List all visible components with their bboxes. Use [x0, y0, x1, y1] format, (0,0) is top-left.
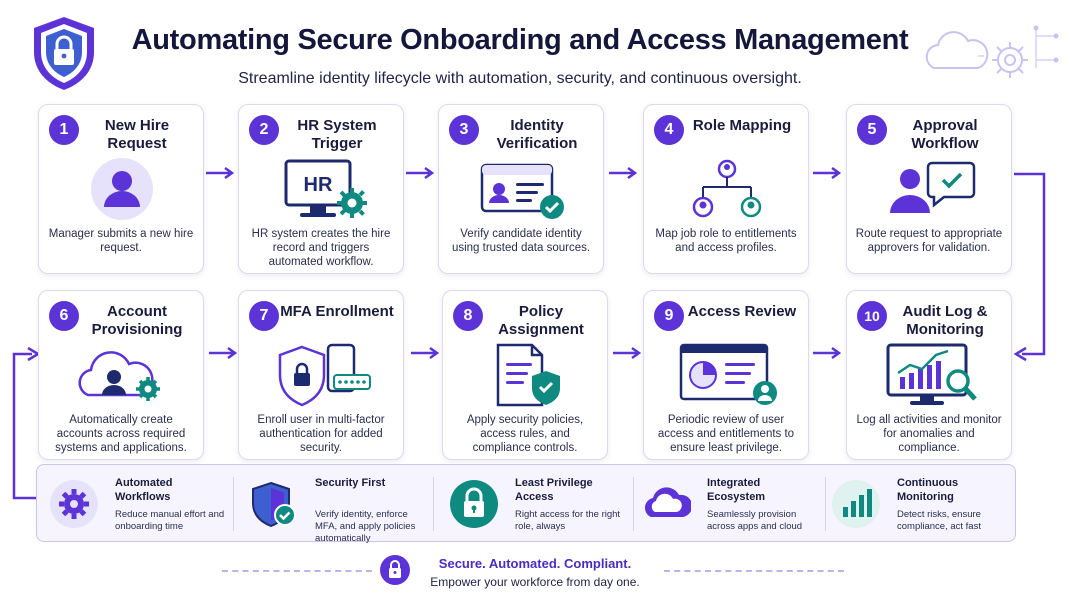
- feature-title: Automated Workflows: [115, 477, 173, 503]
- features-panel: Automated Workflows Reduce manual effort…: [36, 464, 1016, 544]
- step-card-6: 6 Account Provisioning Automatically cre…: [38, 290, 204, 460]
- feature-title: Continuous Monitoring: [897, 477, 959, 503]
- monitor-chart-magnifier-icon: [886, 343, 977, 405]
- step-title: MFA Enrollment: [280, 303, 394, 320]
- step-title: HR System Trigger: [297, 117, 377, 152]
- user-avatar-icon: [91, 158, 153, 220]
- feature-description: Seamlessly provision across apps and clo…: [707, 509, 803, 532]
- step-description: HR system creates the hire record and tr…: [251, 228, 391, 268]
- cloud-user-gear-icon: [78, 351, 160, 401]
- feature-title: Integrated Ecosystem: [707, 477, 766, 503]
- step-number-badge: 3: [449, 115, 479, 145]
- step-card-7: 7 MFA Enrollment Enroll user in multi-fa…: [238, 290, 404, 460]
- flow-arrow: [613, 346, 642, 360]
- feature-continuous-monitoring: Continuous Monitoring Detect risks, ensu…: [819, 465, 1015, 543]
- bar-chart-icon: [832, 480, 880, 528]
- step-card-1: 1 New Hire Request Manager submits a new…: [38, 104, 204, 274]
- step-card-9: 9 Access Review Periodic review of user …: [643, 290, 809, 460]
- step-title: New Hire Request: [104, 117, 170, 152]
- shield-check-icon: [252, 481, 296, 528]
- id-card-check-icon: [480, 163, 564, 219]
- gear-icon: [50, 480, 98, 528]
- step-title: Account Provisioning: [91, 303, 183, 338]
- feature-divider: [433, 477, 434, 531]
- lock-badge-icon: [380, 555, 410, 585]
- flow-arrow: [209, 346, 238, 360]
- step-card-3: 3 Identity Verification Verify candidate…: [438, 104, 604, 274]
- cloud-icon: [644, 487, 691, 517]
- feature-description: Reduce manual effort and onboarding time: [115, 509, 225, 532]
- step-description: Manager submits a new hire request.: [48, 228, 194, 254]
- step-card-2: 2 HR System Trigger HR HR system creates…: [238, 104, 404, 274]
- hr-text: HR: [304, 174, 333, 196]
- footer-tagline: Secure. Automated. Compliant.: [438, 556, 632, 571]
- page-subtitle: Streamline identity lifecycle with autom…: [238, 70, 802, 87]
- step-title: Access Review: [687, 303, 797, 320]
- step-number-badge: 2: [249, 115, 279, 145]
- flow-arrow: [813, 346, 842, 360]
- step-number-badge: 8: [453, 301, 483, 331]
- footer-dashed-line-left: [222, 570, 372, 572]
- page-title: Automating Secure Onboarding and Access …: [131, 24, 909, 56]
- step-title: Identity Verification: [496, 117, 578, 152]
- feature-description: Verify identity, enforce MFA, and apply …: [315, 509, 416, 544]
- step-title: Approval Workflow: [911, 117, 979, 152]
- step-number-badge: 7: [249, 301, 279, 331]
- hr-monitor-gear-icon: HR: [284, 159, 367, 218]
- feature-automated-workflows: Automated Workflows Reduce manual effort…: [37, 465, 233, 543]
- step-card-10: 10 Audit Log & Monitoring Log all activi…: [846, 290, 1012, 460]
- step-description: Route request to appropriate approvers f…: [855, 228, 1003, 254]
- step-description: Periodic review of user access and entit…: [657, 414, 795, 454]
- step-description: Automatically create accounts across req…: [55, 414, 187, 454]
- footer-subtext: Empower your workforce from day one.: [430, 575, 640, 589]
- shield-lock-icon: [34, 17, 94, 90]
- flow-arrow: [206, 166, 235, 180]
- feature-title: Security First: [315, 477, 386, 489]
- step-card-4: 4 Role Mapping Map job role to entitleme…: [643, 104, 809, 274]
- padlock-icon: [450, 480, 498, 528]
- shield-phone-icon: [278, 343, 371, 407]
- step-description: Map job role to entitlements and access …: [655, 228, 797, 254]
- document-shield-icon: [496, 343, 560, 407]
- feature-divider: [825, 477, 826, 531]
- cloud-gear-decoration-icon: [925, 25, 1059, 78]
- step-description: Log all activities and monitor for anoma…: [856, 414, 1002, 454]
- step-description: Enroll user in multi-factor authenticati…: [257, 414, 385, 454]
- feature-description: Detect risks, ensure compliance, act fas…: [897, 509, 981, 532]
- feature-least-privilege: Least Privilege Access Right access for …: [437, 465, 633, 543]
- step-number-badge: 6: [49, 301, 79, 331]
- approval-chat-icon: [890, 161, 976, 213]
- step-number-badge: 4: [654, 115, 684, 145]
- feature-security-first: Security First Verify identity, enforce …: [237, 465, 433, 544]
- step-description: Verify candidate identity using trusted …: [451, 228, 591, 254]
- footer-dashed-line-right: [664, 570, 844, 572]
- feature-title: Least Privilege Access: [515, 477, 593, 503]
- step-description: Apply security policies, access rules, a…: [466, 414, 584, 454]
- flow-arrow: [609, 166, 638, 180]
- step-number-badge: 5: [857, 115, 887, 145]
- feature-description: Right access for the right role, always: [515, 509, 621, 532]
- dashboard-review-icon: [679, 343, 777, 405]
- step-number-badge: 10: [857, 301, 887, 331]
- flow-arrow: [411, 346, 440, 360]
- step-card-8: 8 Policy Assignment Apply security polic…: [442, 290, 608, 460]
- step-number-badge: 9: [654, 301, 684, 331]
- step-title: Policy Assignment: [498, 303, 584, 338]
- flow-arrow: [406, 166, 435, 180]
- feature-integrated-ecosystem: Integrated Ecosystem Seamlessly provisio…: [629, 465, 825, 543]
- feature-divider: [233, 477, 234, 531]
- feature-divider: [633, 477, 634, 531]
- step-title: Role Mapping: [692, 117, 792, 134]
- step-number-badge: 1: [49, 115, 79, 145]
- step-title: Audit Log & Monitoring: [902, 303, 988, 338]
- org-chart-icon: [692, 159, 762, 218]
- step-card-5: 5 Approval Workflow Route request to app…: [846, 104, 1012, 274]
- flow-arrow: [813, 166, 842, 180]
